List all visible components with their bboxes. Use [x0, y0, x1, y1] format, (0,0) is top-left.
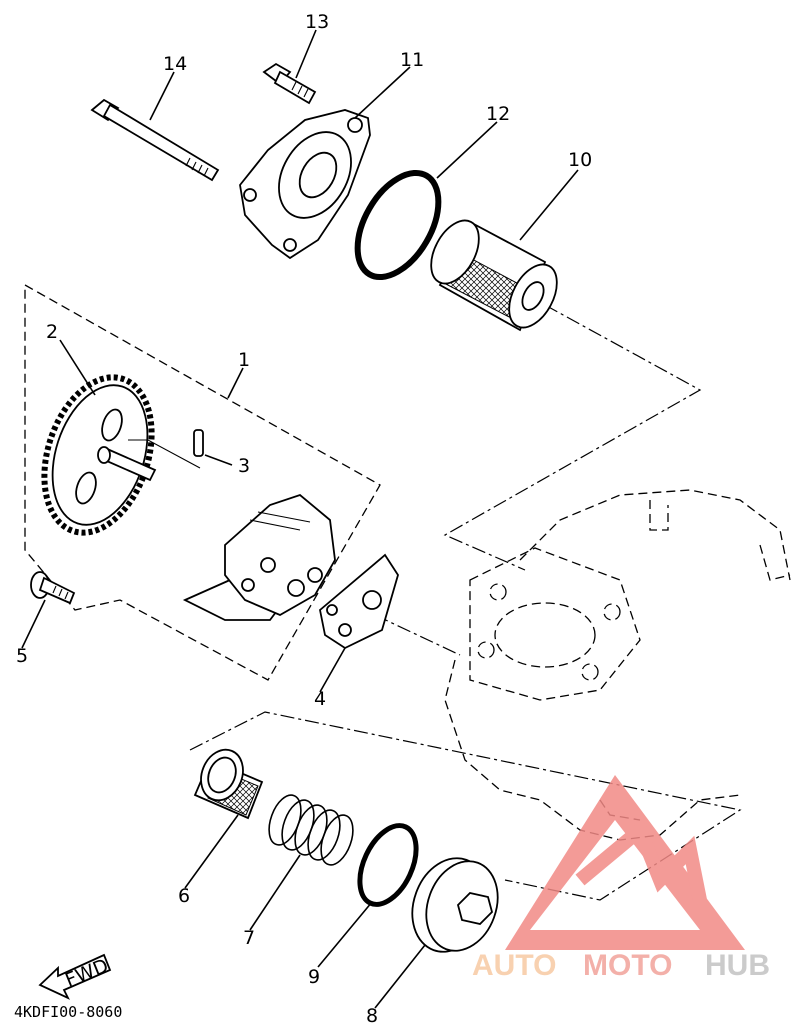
oil-strainer — [193, 748, 264, 820]
oil-pump-body — [182, 493, 336, 621]
pump-gasket — [319, 553, 399, 650]
diagram-code: 4KDFI00-8060 — [14, 1003, 122, 1021]
forward-arrow-label: FWD — [62, 955, 111, 992]
leader-lines — [21, 29, 579, 1009]
oil-filter-element — [430, 219, 558, 332]
watermark-text-moto: MOTO — [583, 949, 672, 982]
bolt-long — [90, 98, 220, 182]
compression-spring — [268, 794, 354, 866]
watermark-triangle-icon — [505, 775, 745, 950]
label-part-3: 3 — [238, 455, 250, 477]
watermark-text-auto: AUTO — [472, 949, 556, 982]
pump-screw — [30, 571, 76, 605]
label-part-7: 7 — [243, 927, 255, 949]
bolt-short — [262, 62, 317, 105]
label-part-10: 10 — [568, 149, 592, 171]
label-part-12: 12 — [486, 103, 510, 125]
watermark-logo: AUTO MOTO HUB — [472, 775, 770, 982]
dowel-pin — [128, 429, 204, 469]
label-part-13: 13 — [305, 11, 329, 33]
drain-plug — [411, 857, 499, 953]
label-part-1: 1 — [238, 349, 250, 371]
filter-cover — [239, 109, 371, 260]
o-ring-large — [354, 169, 442, 281]
label-part-9: 9 — [308, 966, 320, 988]
label-part-6: 6 — [178, 885, 190, 907]
oil-pump-group-outline — [24, 283, 381, 681]
pump-gear — [41, 374, 157, 536]
assembly-lines — [189, 304, 742, 901]
label-part-8: 8 — [366, 1005, 378, 1027]
part-labels: 1 2 3 4 5 6 7 8 9 10 11 12 13 14 — [16, 11, 592, 1027]
watermark-text-hub: HUB — [705, 949, 770, 982]
label-part-4: 4 — [314, 688, 326, 710]
label-part-5: 5 — [16, 645, 28, 667]
label-part-11: 11 — [400, 49, 424, 71]
label-part-2: 2 — [46, 321, 58, 343]
forward-arrow: FWD — [38, 953, 112, 1000]
label-part-14: 14 — [163, 53, 187, 75]
